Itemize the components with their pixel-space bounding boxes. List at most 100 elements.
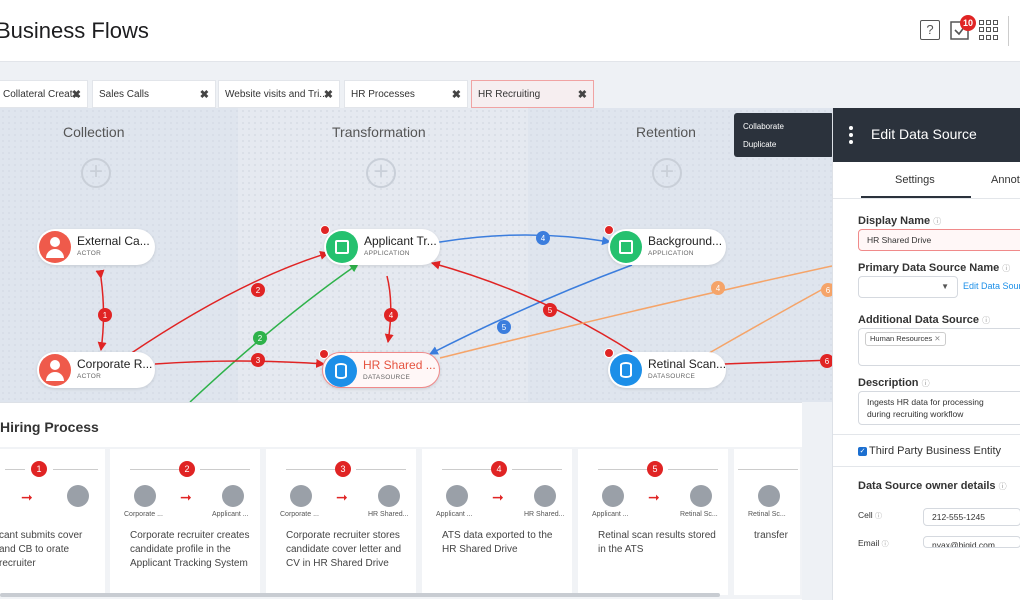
step-from: Retinal Sc... bbox=[748, 511, 786, 518]
tab-website-visits[interactable]: Website visits and Tri...✖ bbox=[218, 80, 340, 108]
data-source-chip[interactable]: Human Resources ✕ bbox=[865, 332, 946, 346]
description-textarea[interactable]: Ingests HR data for processing during re… bbox=[858, 391, 1020, 425]
edge-badge[interactable]: 6 bbox=[821, 283, 832, 297]
info-icon[interactable]: ⓘ bbox=[1002, 264, 1011, 273]
edge-label: 3 bbox=[256, 356, 261, 365]
label-text: Email bbox=[858, 538, 880, 548]
edge-badge[interactable]: 4 bbox=[711, 281, 725, 295]
label-text: Primary Data Source Name bbox=[858, 262, 1000, 274]
third-party-checkbox[interactable]: ✓ bbox=[858, 447, 867, 456]
tab-settings[interactable]: Settings bbox=[895, 174, 935, 186]
step-card[interactable]: 1 ➞ cant submits cover and CB to orate r… bbox=[0, 449, 105, 595]
step-description: Corporate recruiter creates candidate pr… bbox=[130, 530, 250, 569]
edge-badge[interactable]: 4 bbox=[384, 308, 398, 322]
edge-4-blue bbox=[431, 234, 612, 248]
menu-item-duplicate[interactable]: Duplicate bbox=[743, 140, 777, 149]
add-node-button[interactable]: + bbox=[366, 158, 396, 188]
info-icon[interactable]: ⓘ bbox=[875, 513, 883, 520]
node-hr-shared-drive[interactable]: HR Shared ... DATASOURCE bbox=[319, 349, 440, 388]
step-description: cant submits cover and CB to orate recru… bbox=[0, 530, 83, 569]
section-divider bbox=[833, 434, 1020, 435]
info-icon[interactable]: ⓘ bbox=[921, 379, 930, 388]
step-card[interactable]: 3 ➞ Corporate ... HR Shared... Corporate… bbox=[266, 449, 416, 595]
horizontal-scrollbar[interactable] bbox=[0, 593, 720, 597]
app-header: Business Flows ? 10 bbox=[0, 0, 1020, 62]
edge-badge[interactable]: 5 bbox=[543, 303, 557, 317]
edge-badge[interactable]: 2 bbox=[253, 331, 267, 345]
add-node-button[interactable]: + bbox=[81, 158, 111, 188]
step-card[interactable]: 5 ➞ Applicant ... Retinal Sc... Retinal … bbox=[578, 449, 728, 595]
email-input[interactable]: nyax@bigid.com bbox=[923, 536, 1020, 548]
close-icon[interactable]: ✕ bbox=[934, 334, 941, 343]
node-applicant-tracking[interactable]: Applicant Tr... APPLICATION bbox=[320, 225, 440, 265]
node-background-check[interactable]: Background... APPLICATION bbox=[604, 225, 726, 265]
tab-collateral-creation[interactable]: Collateral Creat...✖ bbox=[0, 80, 88, 108]
edge-2-green bbox=[189, 263, 359, 402]
node-type: DATASOURCE bbox=[648, 373, 696, 380]
help-icon[interactable]: ? bbox=[920, 20, 940, 40]
step-card[interactable]: 4 ➞ Applicant ... HR Shared... ATS data … bbox=[422, 449, 572, 595]
flow-canvas[interactable]: Collection Transformation Retention + + … bbox=[0, 108, 832, 402]
tab-hr-processes[interactable]: HR Processes✖ bbox=[344, 80, 468, 108]
display-name-input[interactable]: HR Shared Drive bbox=[858, 229, 1020, 251]
apps-grid-icon[interactable] bbox=[979, 20, 999, 40]
menu-item-collaborate[interactable]: Collaborate bbox=[743, 122, 784, 131]
edit-data-source-panel: Edit Data Source Settings Annot Display … bbox=[832, 108, 1020, 600]
info-icon[interactable]: ⓘ bbox=[881, 541, 889, 548]
arrow-right-icon: ➞ bbox=[180, 489, 192, 505]
process-panel: Hiring Process 1 ➞ cant submits cover an… bbox=[0, 402, 802, 600]
actor-avatar-icon bbox=[67, 485, 89, 507]
add-node-button[interactable]: + bbox=[652, 158, 682, 188]
tab-sales-calls[interactable]: Sales Calls✖ bbox=[92, 80, 216, 108]
step-card[interactable]: 2 ➞ Corporate ... Applicant ... Corporat… bbox=[110, 449, 260, 595]
step-description: Corporate recruiter stores candidate cov… bbox=[286, 530, 402, 569]
step-description: ATS data exported to the HR Shared Drive bbox=[442, 530, 553, 555]
flow-edges: 1 2 2 3 4 4 5 5 6 4 6 bbox=[95, 231, 832, 402]
node-corporate-recruiter[interactable]: Corporate R... ACTOR bbox=[37, 352, 155, 388]
application-icon bbox=[326, 231, 358, 263]
application-icon bbox=[602, 485, 624, 507]
step-divider bbox=[442, 469, 492, 470]
info-icon[interactable]: ⓘ bbox=[998, 482, 1007, 491]
kebab-menu-icon[interactable] bbox=[849, 126, 853, 144]
info-icon[interactable]: ⓘ bbox=[933, 217, 942, 226]
cell-input[interactable]: 212-555-1245 bbox=[923, 508, 1020, 526]
lane-title: Transformation bbox=[332, 124, 426, 140]
edge-label: 6 bbox=[825, 357, 830, 366]
info-icon[interactable]: ⓘ bbox=[982, 316, 991, 325]
close-icon[interactable]: ✖ bbox=[577, 89, 587, 101]
edge-label: 6 bbox=[826, 286, 831, 295]
node-name: Corporate R... bbox=[77, 357, 153, 371]
edge-badge[interactable]: 1 bbox=[98, 308, 112, 322]
node-external-candidate[interactable]: External Ca... ACTOR bbox=[37, 229, 155, 265]
node-name: External Ca... bbox=[77, 234, 150, 248]
tab-hr-recruiting[interactable]: HR Recruiting✖ bbox=[471, 80, 594, 108]
actor-avatar-icon bbox=[290, 485, 312, 507]
header-divider bbox=[1008, 16, 1009, 46]
step-divider bbox=[356, 469, 406, 470]
step-divider bbox=[5, 469, 25, 470]
close-icon[interactable]: ✖ bbox=[71, 89, 81, 101]
edge-badge[interactable]: 4 bbox=[536, 231, 550, 245]
step-card[interactable]: Retinal Sc... transfer bbox=[734, 449, 800, 595]
node-retinal-scan[interactable]: Retinal Scan... DATASOURCE bbox=[604, 348, 726, 388]
edge-label: 2 bbox=[258, 334, 263, 343]
edit-data-source-link[interactable]: Edit Data Sour bbox=[963, 281, 1020, 291]
step-description: Retinal scan results stored in the ATS bbox=[598, 530, 716, 555]
edge-badge[interactable]: 6 bbox=[820, 354, 832, 368]
edge-badge[interactable]: 3 bbox=[251, 353, 265, 367]
step-description: transfer bbox=[754, 530, 788, 541]
close-icon[interactable]: ✖ bbox=[199, 89, 209, 101]
tab-annotations[interactable]: Annot bbox=[991, 174, 1020, 186]
close-icon[interactable]: ✖ bbox=[323, 89, 333, 101]
datasource-icon bbox=[610, 354, 642, 386]
arrow-right-icon: ➞ bbox=[21, 489, 33, 505]
edge-label: 4 bbox=[389, 311, 394, 320]
edge-badge[interactable]: 5 bbox=[497, 320, 511, 334]
close-icon[interactable]: ✖ bbox=[451, 89, 461, 101]
datasource-icon bbox=[325, 355, 357, 387]
edge-badge[interactable]: 2 bbox=[251, 283, 265, 297]
step-number: 4 bbox=[491, 461, 507, 477]
primary-data-source-select[interactable]: ▼ bbox=[858, 276, 958, 298]
panel-header: Edit Data Source bbox=[833, 108, 1020, 162]
